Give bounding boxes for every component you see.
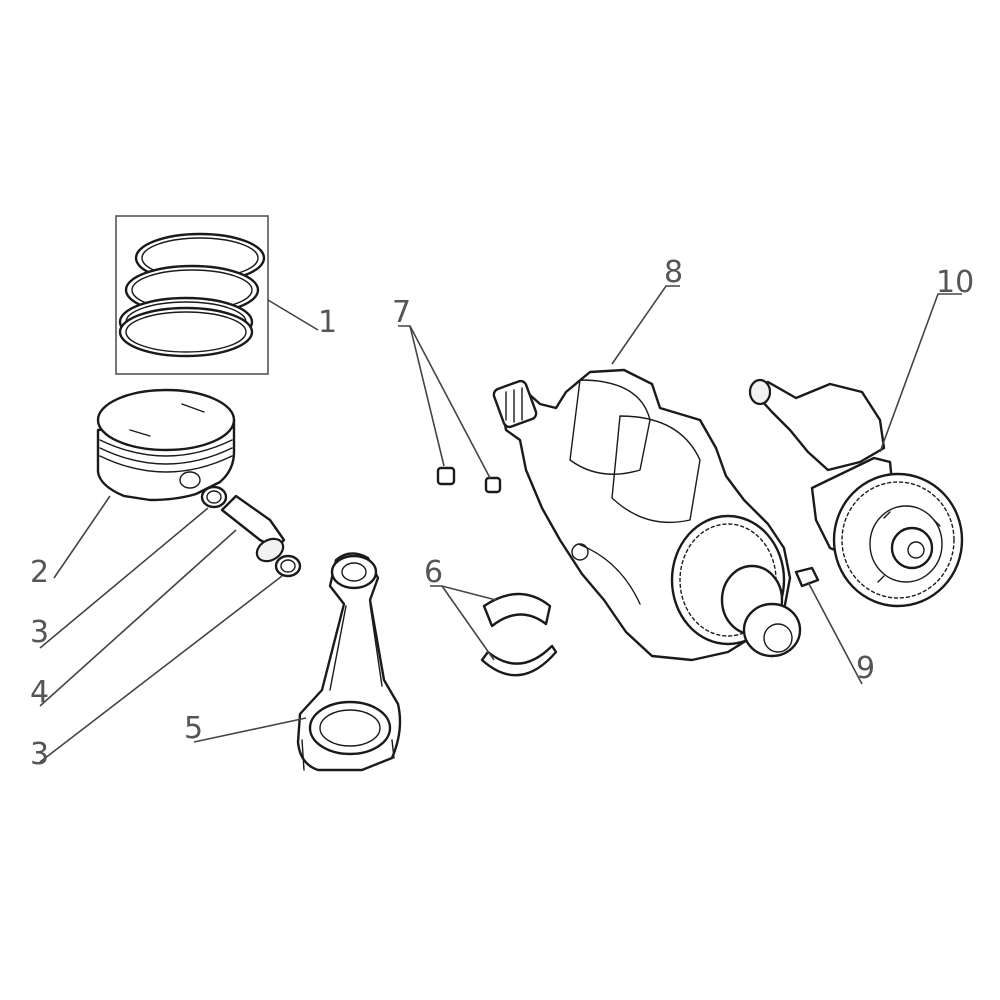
leader-1	[267, 299, 319, 331]
callout-2: 2	[30, 555, 49, 590]
leader-6b	[441, 585, 495, 661]
circlip-upper	[200, 485, 228, 509]
crankshaft	[492, 368, 802, 662]
piston-ring-set	[115, 215, 269, 375]
bearing-shells	[480, 592, 558, 677]
leader-4	[39, 529, 237, 707]
callout-9: 9	[856, 651, 875, 686]
piston-ring-box	[115, 215, 269, 375]
leader-3a	[39, 507, 209, 649]
callout-3-upper: 3	[30, 615, 49, 650]
callout-4: 4	[30, 675, 49, 710]
balance-shaft	[748, 378, 964, 608]
callout-7: 7	[392, 295, 411, 330]
leader-8	[611, 285, 680, 365]
leader-5	[193, 717, 307, 743]
connecting-rod	[296, 552, 402, 772]
leader-lines	[39, 285, 962, 763]
callout-6: 6	[424, 555, 443, 590]
woodruff-key	[794, 566, 820, 588]
leader-9	[807, 581, 863, 685]
leader-3b	[39, 575, 283, 763]
leader-10	[879, 293, 962, 453]
leader-7b	[409, 325, 491, 479]
leader-2	[53, 495, 111, 579]
piston-pin	[220, 494, 286, 563]
circlip-lower	[274, 554, 302, 578]
callout-10: 10	[936, 265, 974, 300]
dowel-pins	[436, 466, 502, 494]
piston	[96, 388, 236, 502]
callout-5: 5	[184, 711, 203, 746]
callout-3-lower: 3	[30, 737, 49, 772]
callout-1: 1	[318, 305, 337, 340]
callout-8: 8	[664, 255, 683, 290]
callouts: 1 2 3 4 3 5 6 7 8 9 10	[30, 255, 974, 772]
